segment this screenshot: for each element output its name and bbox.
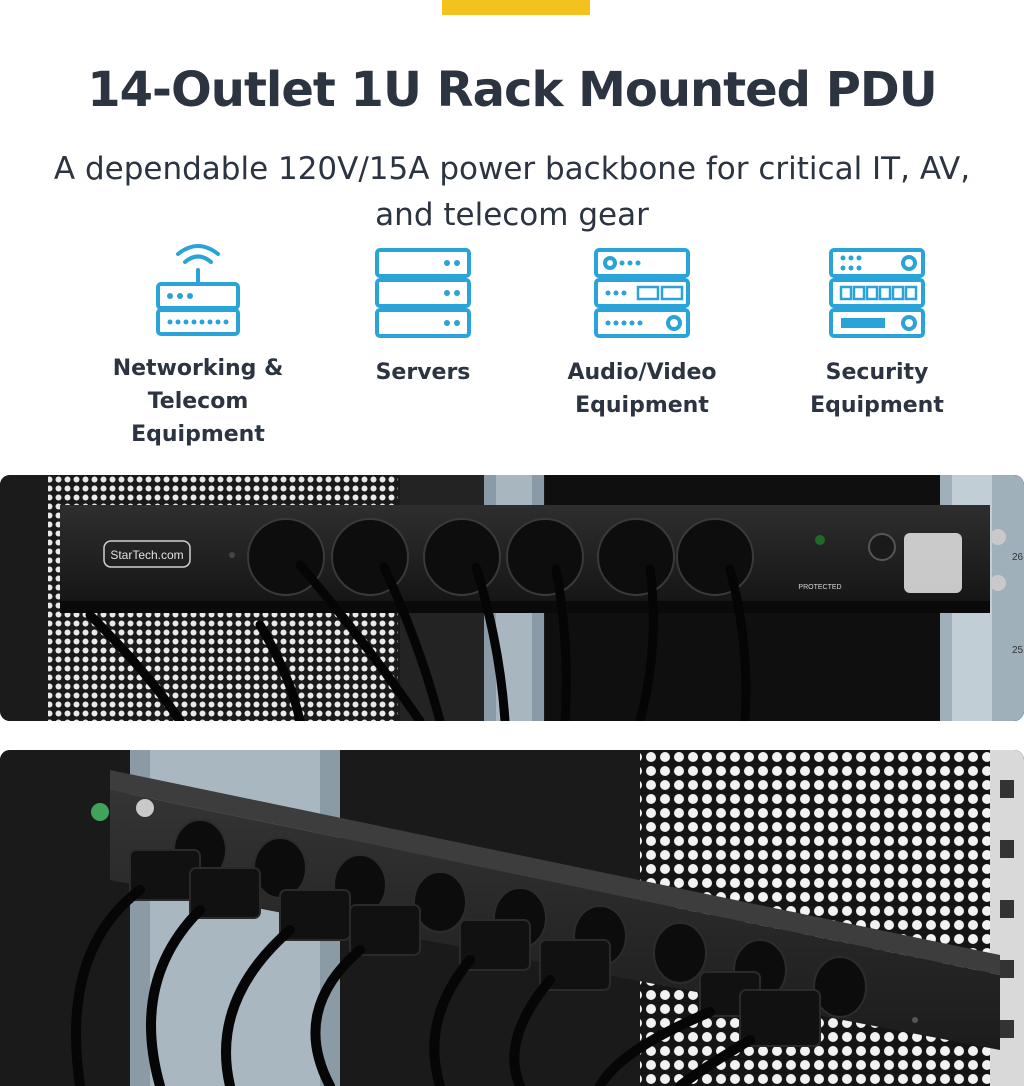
protected-label: PROTECTED [798, 584, 841, 591]
rack-unit-25: 25 [1012, 645, 1024, 656]
server-stack-icon [375, 248, 471, 338]
category-audio-video: Audio/Video Equipment [522, 240, 762, 422]
brand-logo: StarTech.com [110, 548, 183, 562]
category-label: Security Equipment [810, 360, 944, 418]
router-icon [156, 244, 240, 336]
pdu-rear-photo [0, 750, 1024, 1086]
security-rack-icon [829, 248, 925, 338]
av-rack-icon [594, 248, 690, 338]
accent-bar [442, 0, 590, 15]
category-label: Audio/Video Equipment [567, 360, 717, 418]
page-title: 14-Outlet 1U Rack Mounted PDU [87, 62, 937, 118]
page-subtitle: A dependable 120V/15A power backbone for… [53, 151, 971, 233]
category-label: Networking & Telecom Equipment [112, 356, 284, 447]
rack-unit-26: 26 [1012, 552, 1024, 563]
category-servers: Servers [303, 240, 543, 389]
category-security: Security Equipment [757, 240, 997, 422]
category-label: Servers [375, 360, 471, 385]
pdu-front-photo: StarTech.com PROTECTED 26 25 [0, 475, 1024, 721]
category-networking: Networking & Telecom Equipment [78, 240, 318, 451]
